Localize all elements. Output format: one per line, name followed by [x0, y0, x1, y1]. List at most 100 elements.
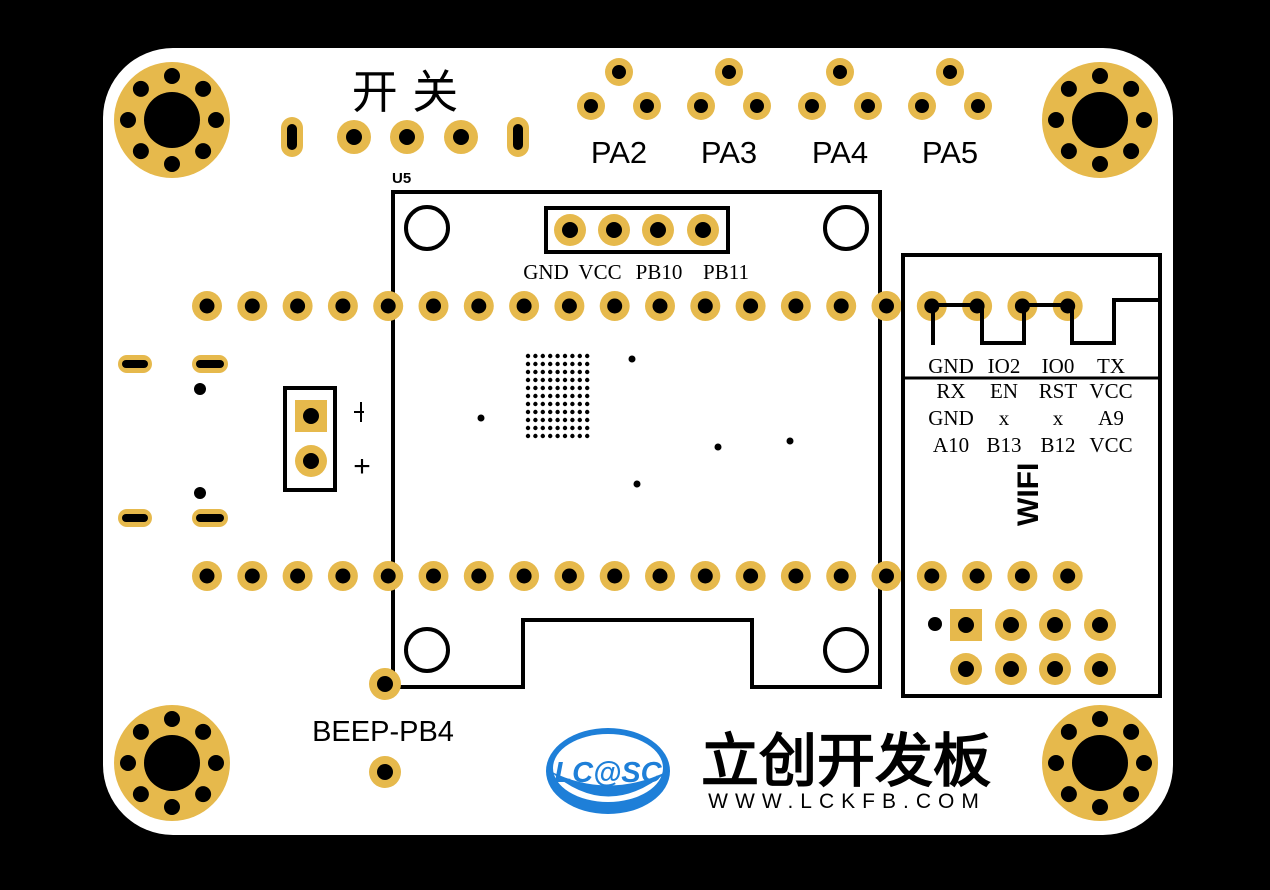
header-pin-pad: [871, 561, 902, 591]
wifi-pin-label: EN: [990, 379, 1018, 403]
header-pin-pad: [916, 561, 947, 591]
switch-label: 开 关: [352, 65, 459, 119]
wifi-pin-label: TX: [1097, 354, 1125, 378]
wifi-pin-label: A9: [1098, 406, 1124, 430]
oled-pin-vcc: VCC: [578, 260, 621, 284]
pa-pad: [743, 92, 771, 120]
header-pin-pad: [373, 561, 404, 591]
wifi-pin-label: B12: [1040, 433, 1075, 457]
wifi-header-pad: [1084, 609, 1116, 641]
battery-pad-round-hole: [303, 453, 319, 469]
oled-hole-tr: [823, 205, 869, 251]
header-pin-pad: [554, 561, 585, 591]
battery-minus-symbol: [354, 402, 364, 422]
header-pin-pad: [1052, 561, 1083, 591]
wifi-pin-label: VCC: [1089, 379, 1132, 403]
header-pin-pad: [1007, 561, 1038, 591]
logo-title: 立创开发板: [701, 727, 991, 795]
lcsc-logo: LC@SC: [546, 728, 670, 814]
header-pin-pad: [826, 291, 857, 321]
switch-pad: [444, 120, 478, 154]
wifi-header-pad: [1039, 653, 1071, 685]
oled-pin-pad: [598, 214, 630, 246]
oled-hole-bl: [404, 627, 450, 673]
header-pin-pad: [690, 291, 721, 321]
header-pin-pad: [509, 291, 540, 321]
header-pin-pad: [418, 291, 449, 321]
board-outline: [103, 48, 1173, 835]
wifi-header-pad: [950, 653, 982, 685]
via-dots: [194, 355, 942, 631]
header-row-bottom: [192, 561, 1083, 591]
pa-pad: [854, 92, 882, 120]
oled-header-box: [544, 206, 730, 254]
header-pin-pad: [599, 561, 630, 591]
pa-pad: [936, 58, 964, 86]
header-pin-pad: [780, 561, 811, 591]
header-pin-pad: [509, 561, 540, 591]
wifi-pin-label: x: [999, 406, 1010, 430]
wifi-pin1-square-pad: [950, 609, 982, 641]
pa-pad: [964, 92, 992, 120]
pa-pad: [687, 92, 715, 120]
wifi-outline: [901, 253, 1162, 698]
pa-pad: [908, 92, 936, 120]
wifi-pin-label: VCC: [1089, 433, 1132, 457]
wifi-pin-label: A10: [933, 433, 969, 457]
pa4-label: PA4: [812, 135, 868, 170]
mounting-holes: [114, 62, 1158, 821]
switch-pad: [390, 120, 424, 154]
wifi-pin-label: IO0: [1042, 354, 1075, 378]
battery-plus-label: +: [353, 450, 371, 483]
header-pin-pad: [871, 291, 902, 321]
pa-pads: [577, 58, 992, 120]
pa-pad: [715, 58, 743, 86]
switch-footprint: [281, 117, 529, 157]
header-pin-pad: [327, 291, 358, 321]
header-pin-pad: [599, 291, 630, 321]
wifi-header-pad: [995, 609, 1027, 641]
oled-hole-tl: [404, 205, 450, 251]
oled-pin-pb11: PB11: [703, 260, 749, 284]
pa5-label: PA5: [922, 135, 978, 170]
header-pin-pad: [826, 561, 857, 591]
wifi-header-pad: [995, 653, 1027, 685]
header-pin-pad: [645, 291, 675, 321]
wifi-label: WIFI: [1012, 463, 1045, 526]
wifi-header-pads: [950, 609, 1116, 685]
buzzer-label: BEEP-PB4: [312, 716, 454, 748]
header-pin-pad: [192, 291, 222, 321]
mounting-hole: [1042, 705, 1158, 821]
pa2-label: PA2: [591, 135, 647, 170]
wifi-pin-label: x: [1053, 406, 1064, 430]
header-pin-pad: [463, 561, 494, 591]
wifi-pin-label: B13: [986, 433, 1021, 457]
oled-bottom-notch: [521, 618, 754, 687]
wifi-pin-label: GND: [928, 406, 974, 430]
pa-pad: [798, 92, 826, 120]
oled-pin-pad: [642, 214, 674, 246]
wifi-antenna-trace: [931, 298, 1160, 345]
switch-slot-pad: [507, 117, 529, 157]
wifi-pin-label: RST: [1039, 379, 1078, 403]
header-pin-pad: [463, 291, 494, 321]
header-pin-pad: [962, 561, 993, 591]
oled-pin-pad: [687, 214, 719, 246]
pa-pad: [577, 92, 605, 120]
oled-pin-pad: [554, 214, 586, 246]
wifi-header-pad: [1039, 609, 1071, 641]
header-row-top: [192, 291, 1083, 321]
pa-pad: [826, 58, 854, 86]
battery-pad-square-hole: [303, 408, 319, 424]
mounting-hole: [114, 62, 230, 178]
header-pin-pad: [780, 291, 811, 321]
oled-bottom-notch-gap: [525, 683, 750, 691]
mounting-hole: [114, 705, 230, 821]
oled-pin-pb10: PB10: [636, 260, 683, 284]
wifi-pin-label: RX: [936, 379, 965, 403]
mcu-dot-grid: [525, 353, 590, 439]
wifi-pin-label: IO2: [988, 354, 1021, 378]
pa-pad: [633, 92, 661, 120]
